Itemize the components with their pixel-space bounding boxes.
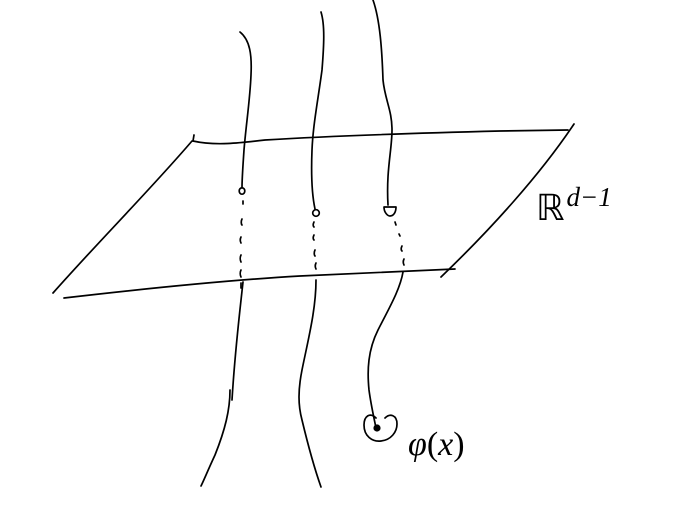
plane-bottom-edge bbox=[63, 268, 456, 299]
left-line-lower-a bbox=[231, 281, 244, 401]
plane-label-exponent: d−1 bbox=[566, 182, 612, 212]
plane-top-edge bbox=[192, 129, 569, 145]
operator-insertion bbox=[363, 414, 398, 442]
middle-line bbox=[298, 11, 325, 488]
operator-dot bbox=[373, 424, 381, 432]
left-line-endpoint-circle bbox=[238, 186, 246, 196]
operator-close-paren: ) bbox=[453, 426, 465, 463]
plane-label-base: ℝ bbox=[536, 188, 565, 229]
middle-line-upper bbox=[310, 11, 325, 210]
left-line bbox=[200, 31, 253, 487]
plane-right-edge bbox=[440, 123, 575, 278]
left-line-upper bbox=[239, 31, 253, 189]
plane-left-edge bbox=[52, 140, 193, 294]
operator-argument: x bbox=[438, 426, 454, 463]
plane-label: ℝd−1 bbox=[536, 184, 612, 229]
right-line-endpoint-semicircle bbox=[383, 206, 397, 217]
plane bbox=[52, 123, 575, 299]
operator-label: φ(x) bbox=[408, 428, 465, 462]
left-line-lower-b bbox=[200, 389, 231, 487]
plane-corner-hook bbox=[192, 134, 195, 142]
middle-line-hidden-dashes bbox=[312, 221, 317, 270]
left-line-hidden-dashes bbox=[239, 200, 244, 278]
right-line-hidden-dashes bbox=[394, 221, 405, 266]
right-line-upper bbox=[372, 0, 393, 206]
right-line bbox=[367, 0, 405, 429]
operator-loop bbox=[363, 414, 398, 442]
middle-line-lower bbox=[298, 279, 322, 488]
middle-line-endpoint-circle bbox=[311, 208, 321, 218]
operator-open-paren: ( bbox=[426, 426, 439, 463]
operator-symbol: φ bbox=[408, 426, 427, 463]
right-line-lower bbox=[367, 271, 404, 429]
